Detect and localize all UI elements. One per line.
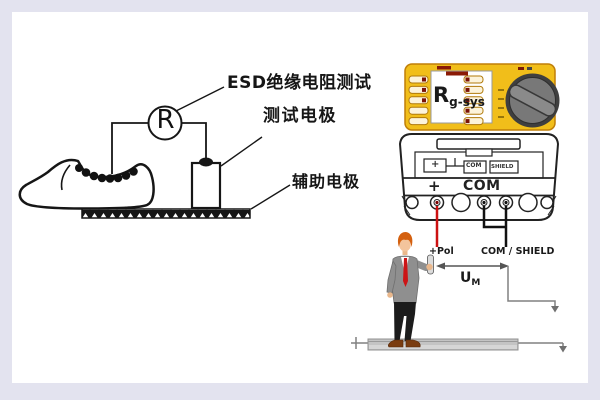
device-brand-sub: g-sys xyxy=(449,95,485,109)
resistance-meter-icon xyxy=(147,105,183,141)
panel-plus-label: + xyxy=(428,177,441,195)
shoe-left xyxy=(388,339,404,348)
ground-wire-right xyxy=(507,266,559,313)
shoe-right xyxy=(405,339,421,348)
device-led-mark xyxy=(518,67,524,70)
rotary-knob-icon xyxy=(505,73,560,128)
knob-scale-ticks xyxy=(498,89,504,118)
device-buttons-right xyxy=(463,75,484,126)
aux-electrode-plate xyxy=(81,208,251,219)
panel-handle xyxy=(436,138,521,150)
com-shield-wire-label: COM / SHIELD xyxy=(481,246,555,257)
pol-wire-label: +Pol xyxy=(429,246,454,257)
meter-terminal-panel xyxy=(398,133,560,221)
aux-electrode-label: 辅助电极 xyxy=(292,172,361,191)
device-top-label xyxy=(437,66,451,70)
floor-ground-lines xyxy=(351,337,567,353)
terminal-large xyxy=(518,192,538,213)
tie xyxy=(403,258,408,287)
test-electrode xyxy=(190,157,222,210)
device-brand: Rg-sys xyxy=(433,83,491,109)
terminal-com-wired xyxy=(476,195,492,210)
rg-sys-device xyxy=(404,63,560,131)
esd-test-label: ESD绝缘电阻测试 xyxy=(227,73,372,93)
um-voltage-subscript: M xyxy=(471,278,481,288)
ground-arrow-icon xyxy=(551,306,559,313)
person-illustration xyxy=(386,232,434,348)
schematic-com-label: COM xyxy=(466,162,482,169)
device-brand-main: R xyxy=(433,83,450,107)
hair xyxy=(397,232,413,247)
face xyxy=(399,238,411,252)
terminal-small xyxy=(540,195,554,210)
terminal-small xyxy=(405,195,419,210)
um-voltage-symbol: U xyxy=(460,270,472,286)
panel-com-label: COM xyxy=(463,178,501,194)
resistance-symbol: R xyxy=(156,105,175,135)
schematic-shield-label: SHIELD xyxy=(491,164,514,170)
measuring-wires xyxy=(111,122,207,174)
neck xyxy=(402,249,408,255)
device-buttons-left xyxy=(408,75,429,126)
terminal-large xyxy=(451,192,471,213)
bead-electrodes xyxy=(75,164,138,183)
ground-arrow-icon xyxy=(559,346,567,353)
um-voltage-label: UM xyxy=(460,268,481,288)
test-electrode-label: 测试电极 xyxy=(263,106,337,126)
device-led-mark xyxy=(527,67,532,70)
terminal-row xyxy=(405,192,554,213)
black-com-wires xyxy=(482,206,508,247)
pants xyxy=(394,302,416,341)
leader-lines xyxy=(175,86,291,210)
hand xyxy=(426,263,433,271)
shoe-illustration xyxy=(18,158,155,210)
terminal-plus-wired xyxy=(429,195,445,210)
schematic-plus-label: + xyxy=(431,159,440,170)
panel-schematic xyxy=(414,148,544,179)
side-arm xyxy=(386,259,397,294)
um-dimension-line xyxy=(436,262,509,270)
hand xyxy=(387,292,393,298)
